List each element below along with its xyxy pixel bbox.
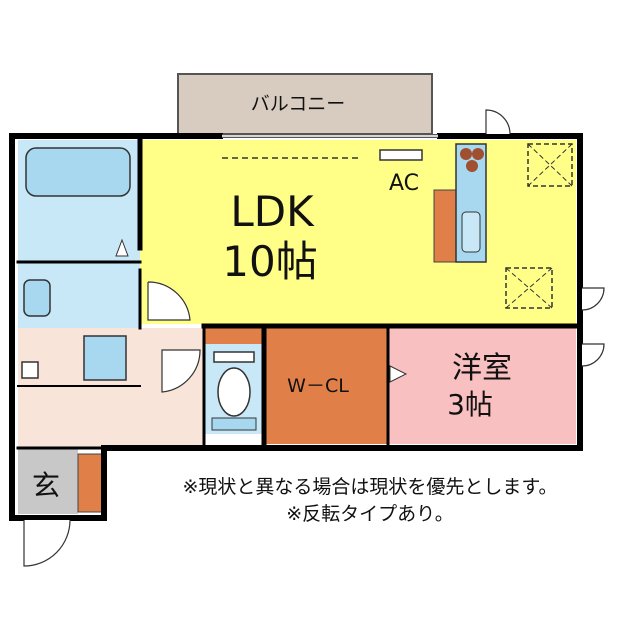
toilet-tank <box>213 351 255 363</box>
storage-box <box>527 143 573 187</box>
note-line: ※現状と異なる場合は現状を優先とします。 <box>182 476 558 498</box>
door-swing <box>389 365 408 383</box>
bathtub <box>25 147 131 197</box>
ac-unit <box>379 149 423 161</box>
storage-box-cross <box>527 143 573 187</box>
toilet-bowl <box>217 367 251 417</box>
ac-label: AC <box>389 171 419 196</box>
door-swing <box>115 238 129 257</box>
entrance-area <box>18 448 78 514</box>
storage-shelf <box>204 328 264 344</box>
western-room-size-label: 3帖 <box>447 388 493 421</box>
ldk-size-label: 10帖 <box>222 237 317 286</box>
ldk-name-label: LDK <box>230 187 315 236</box>
storage-box <box>505 267 553 309</box>
toilet-counter <box>211 417 257 431</box>
storage-box-cross <box>527 143 573 187</box>
note-line: ※反転タイプあり。 <box>286 503 454 525</box>
door-swing <box>23 519 71 567</box>
stove-burner <box>472 148 484 160</box>
washbasin <box>23 279 51 317</box>
balcony-label: バルコニー <box>251 93 346 115</box>
walkin-closet-label: W－CL <box>287 375 349 397</box>
notes: ※現状と異なる場合は現状を優先とします。 ※反転タイプあり。 <box>120 474 620 528</box>
ldk-room <box>140 140 576 324</box>
stove-burner <box>460 148 472 160</box>
entrance-label: 玄 <box>32 469 60 502</box>
stove-burner <box>466 160 478 172</box>
kitchen-sink <box>461 211 481 253</box>
door-swing <box>161 349 201 393</box>
walls <box>9 133 583 521</box>
storage-box-cross <box>505 267 553 309</box>
shoe-cabinet <box>77 453 103 513</box>
door-swing <box>485 109 511 135</box>
door-swing <box>147 281 191 321</box>
door-swing <box>581 287 605 311</box>
walkin-closet-room <box>266 328 388 444</box>
western-room <box>388 328 576 444</box>
washing-machine <box>83 335 127 381</box>
kitchen-counter <box>433 189 459 263</box>
western-room-name-label: 洋室 <box>452 351 512 386</box>
balcony-area <box>177 73 433 135</box>
storage-box-cross <box>505 267 553 309</box>
door-swing <box>581 343 605 367</box>
small-fixture <box>21 361 39 379</box>
